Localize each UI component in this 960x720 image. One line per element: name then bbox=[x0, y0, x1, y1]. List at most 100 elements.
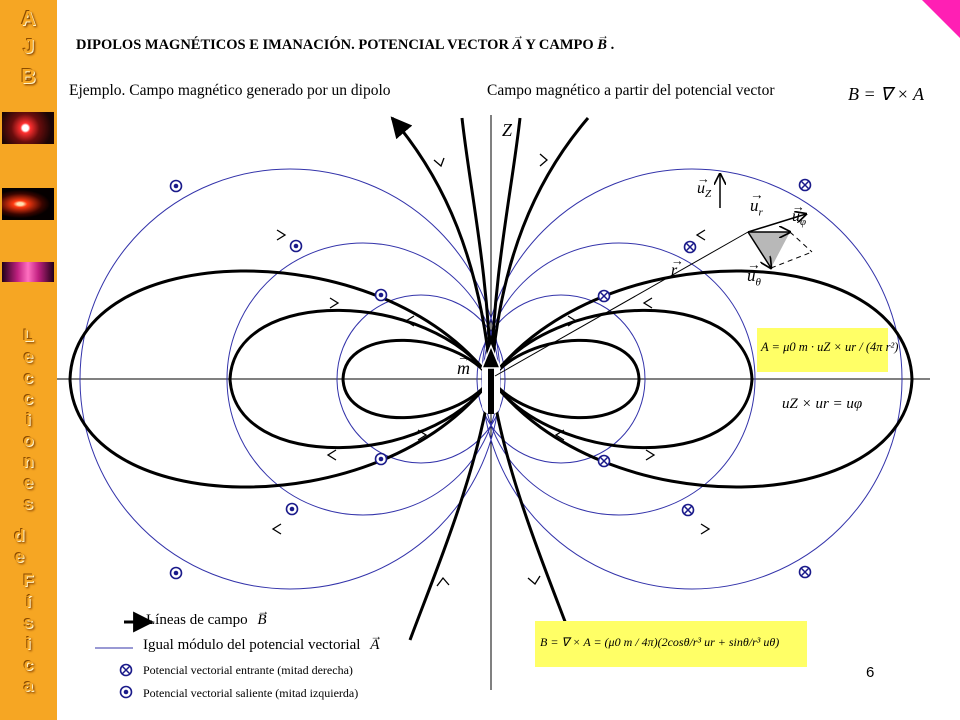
dashed-line bbox=[770, 251, 813, 269]
open-field-lines bbox=[390, 116, 590, 641]
sidebar-vertical-letter: L bbox=[23, 326, 34, 345]
field-loops bbox=[68, 269, 914, 489]
exiting-dot-marker bbox=[169, 566, 183, 580]
dipole-moment-arrow bbox=[480, 344, 502, 414]
field-line-open bbox=[390, 116, 493, 380]
direction-arrow bbox=[554, 429, 565, 441]
dipole-label-m: m bbox=[457, 349, 471, 379]
sidebar-vertical-letter: o bbox=[23, 431, 34, 450]
thumbnail-spectrum-image bbox=[2, 262, 54, 282]
direction-arrow bbox=[436, 576, 450, 587]
potential-contour bbox=[336, 294, 506, 464]
sidebar-letter-a: A bbox=[21, 8, 36, 30]
direction-arrow bbox=[271, 523, 282, 535]
direction-arrow bbox=[695, 229, 706, 241]
field-loop bbox=[489, 338, 641, 420]
field-loop bbox=[489, 269, 914, 489]
unit-vector-diagram bbox=[494, 174, 813, 377]
formula-cross-identity: uZ × ur = uφ bbox=[782, 396, 863, 412]
legend-entering: Potencial vectorial entrante (mitad dere… bbox=[143, 663, 353, 677]
sidebar-vertical-letter: e bbox=[14, 547, 25, 566]
subtitle-right: Campo magnético a partir del potencial v… bbox=[487, 82, 775, 99]
dashed-line bbox=[789, 231, 813, 253]
sidebar: A J B L e c c i o n e s d e F í s i c a bbox=[0, 0, 57, 720]
sidebar-vertical-letter: d bbox=[14, 526, 25, 545]
direction-arrow bbox=[404, 315, 415, 327]
direction-arrow bbox=[433, 157, 445, 168]
title-vector-b: B bbox=[597, 37, 607, 53]
sidebar-vertical-letter: í bbox=[26, 592, 31, 611]
sidebar-vertical-letter: a bbox=[23, 676, 34, 695]
potential-contour bbox=[476, 294, 646, 464]
exiting-dot-marker bbox=[119, 685, 133, 699]
exiting-dot-marker bbox=[169, 179, 183, 193]
unit-utheta-label: uθ bbox=[747, 266, 761, 288]
position-vector-label: r bbox=[671, 254, 684, 280]
formula-curl-definition: B = ∇ × A bbox=[848, 84, 924, 104]
field-loop bbox=[341, 338, 493, 420]
field-line-open bbox=[489, 378, 574, 641]
page-title: DIPOLOS MAGNÉTICOS E IMANACIÓN. POTENCIA… bbox=[76, 37, 614, 54]
field-line-open bbox=[408, 378, 493, 641]
formula-potential-box: A = μ0 m · uZ × ur / (4π r²) bbox=[757, 328, 898, 372]
entering-cross-marker bbox=[119, 663, 133, 677]
direction-arrow bbox=[700, 523, 711, 535]
exiting-dot-marker bbox=[374, 452, 388, 466]
axis-label-z: Z bbox=[502, 120, 513, 140]
exiting-dot-marker bbox=[289, 239, 303, 253]
field-line-open bbox=[489, 117, 522, 380]
entering-cross-marker bbox=[597, 289, 611, 303]
legend-field-lines: Líneas de campo B bbox=[146, 612, 267, 629]
direction-arrow bbox=[326, 449, 337, 461]
sidebar-vertical-letter: c bbox=[23, 368, 34, 387]
sidebar-vertical-letter: s bbox=[23, 613, 34, 632]
formula-field-box: B = ∇ × A = (μ0 m / 4π)(2cosθ/r³ ur + si… bbox=[535, 621, 807, 667]
sidebar-vertical-letter: c bbox=[23, 655, 34, 674]
entering-cross-marker bbox=[798, 178, 812, 192]
page-number: 6 bbox=[866, 664, 875, 681]
formula-field: B = ∇ × A = (μ0 m / 4π)(2cosθ/r³ ur + si… bbox=[540, 635, 780, 649]
sidebar-vertical-letter: F bbox=[23, 571, 34, 590]
field-loop bbox=[228, 308, 493, 450]
field-loop bbox=[68, 269, 493, 489]
direction-arrow bbox=[329, 297, 340, 309]
utheta-arrow bbox=[747, 231, 771, 268]
sidebar-letter-j: J bbox=[22, 36, 35, 58]
direction-arrow bbox=[527, 575, 541, 585]
field-line-open bbox=[460, 117, 493, 380]
shaded-triangle bbox=[748, 232, 790, 268]
title-end: . bbox=[610, 37, 615, 53]
direction-arrow bbox=[567, 315, 578, 327]
title-mid: Y CAMPO bbox=[525, 37, 594, 53]
field-line-open bbox=[489, 117, 590, 380]
title-text: DIPOLOS MAGNÉTICOS E IMANACIÓN. POTENCIA… bbox=[76, 37, 509, 53]
exiting-dot-marker bbox=[285, 502, 299, 516]
unit-uz-label: uZ bbox=[697, 180, 711, 200]
sidebar-vertical-letter: c bbox=[23, 389, 34, 408]
unit-ur-label: ur bbox=[750, 196, 763, 218]
sidebar-vertical-letter: e bbox=[23, 473, 34, 492]
title-vector-a: A bbox=[513, 37, 523, 53]
legend-equal-modulus: Igual módulo del potencial vectorial A bbox=[143, 637, 379, 654]
direction-arrow bbox=[642, 297, 653, 309]
direction-arrow bbox=[276, 229, 287, 241]
sidebar-letter-b: B bbox=[21, 66, 36, 88]
corner-decoration bbox=[922, 0, 960, 38]
thumbnail-spark-image bbox=[2, 188, 54, 220]
position-vector-line bbox=[494, 231, 749, 377]
direction-arrow bbox=[539, 153, 548, 167]
entering-cross-marker bbox=[683, 240, 697, 254]
sidebar-vertical-letter: n bbox=[23, 452, 34, 471]
legend-exiting: Potencial vectorial saliente (mitad izqu… bbox=[143, 686, 359, 700]
sidebar-vertical-letter: s bbox=[23, 494, 34, 513]
formula-potential: A = μ0 m · uZ × ur / (4π r²) bbox=[761, 340, 899, 354]
sidebar-vertical-letter: i bbox=[26, 634, 31, 653]
direction-arrows bbox=[271, 153, 711, 587]
thumbnail-laser-image bbox=[2, 112, 54, 144]
entering-cross-marker bbox=[798, 565, 812, 579]
sidebar-vertical-letter: e bbox=[23, 347, 34, 366]
entering-cross-marker bbox=[681, 503, 695, 517]
exiting-dot-marker bbox=[374, 288, 388, 302]
